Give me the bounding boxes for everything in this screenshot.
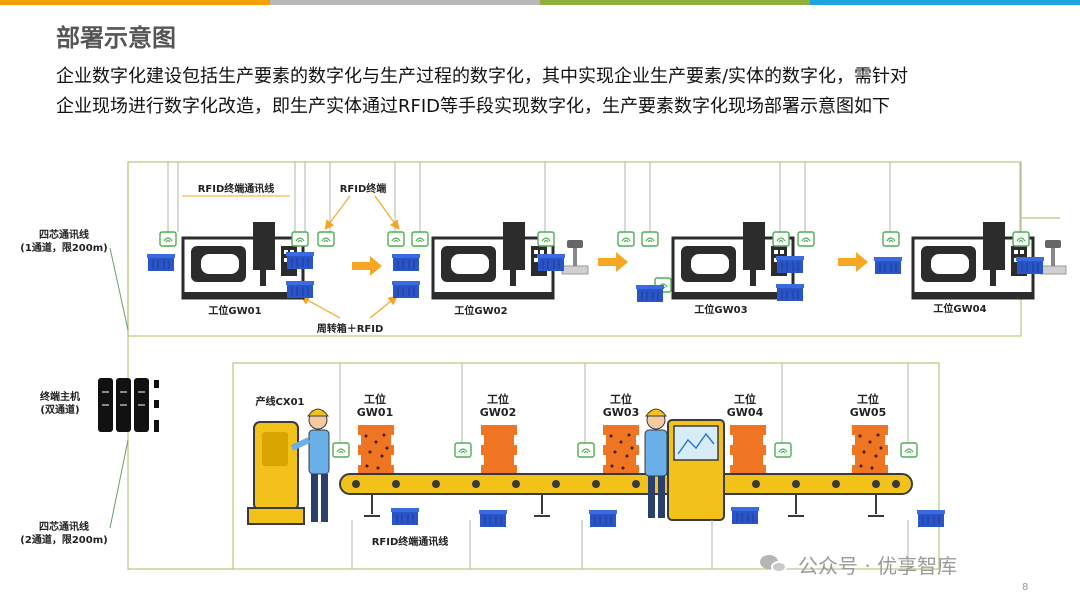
watermark-text: 公众号 · 优享智库 <box>798 554 958 578</box>
terminal-host-device <box>98 378 159 432</box>
description-line-1: 企业数字化建设包括生产要素的数字化与生产过程的数字化，其中实现企业生产要素/实体… <box>56 66 909 87</box>
machine-gw01 <box>181 220 305 300</box>
accent-segment-blue <box>810 0 1080 5</box>
page-number: 8 <box>1022 582 1029 593</box>
bottom-drop-cables <box>339 363 909 569</box>
label-top-station-1: 工位GW01 <box>208 306 262 317</box>
accent-segment-green <box>540 0 810 5</box>
workpiece-gw03 <box>600 425 642 473</box>
top-accent-bar <box>0 0 1080 5</box>
wechat-icon <box>760 553 790 577</box>
watermark: 公众号 · 优享智库 <box>760 550 957 579</box>
conveyor-belt <box>339 473 913 517</box>
label-bottom-station-1: 工位 GW01 <box>356 393 394 419</box>
label-bottom-station-3: 工位 GW03 <box>602 393 640 419</box>
worker-left <box>290 408 330 522</box>
label-line-top: 四芯通讯线 (1通道，限200m) <box>20 230 108 254</box>
label-top-station-2: 工位GW02 <box>454 306 508 317</box>
workpiece-gw04 <box>727 425 769 473</box>
label-bottom-station-5: 工位 GW05 <box>849 393 887 419</box>
machine-gw02 <box>431 220 555 300</box>
flow-arrows <box>352 252 868 276</box>
line-bottom-pointer <box>109 439 129 529</box>
top-drop-cables <box>167 162 1021 232</box>
label-top-station-3: 工位GW03 <box>694 305 748 316</box>
workpiece-gw01 <box>355 425 397 473</box>
label-rfid-cable-bottom: RFID终端通讯线 <box>371 537 449 548</box>
label-bottom-station-2: 工位 GW02 <box>479 393 517 419</box>
page-description: 企业数字化建设包括生产要素的数字化与生产过程的数字化，其中实现企业生产要素/实体… <box>56 62 1046 122</box>
callout-arrows <box>299 195 400 319</box>
line-top-pointer <box>109 247 129 331</box>
control-console <box>667 419 725 521</box>
accent-segment-gray <box>270 0 540 5</box>
accent-segment-orange <box>0 0 270 5</box>
label-production-line: 产线CX01 <box>255 397 305 408</box>
bottom-row-frame <box>232 362 940 570</box>
label-rfid-terminal: RFID终端 <box>339 184 387 195</box>
label-top-station-4: 工位GW04 <box>933 304 987 315</box>
worker-console <box>644 408 668 518</box>
label-bottom-station-4: 工位 GW04 <box>726 393 764 419</box>
label-crate-rfid: 周转箱＋RFID <box>316 324 384 335</box>
description-line-2: 企业现场进行数字化改造，即生产实体通过RFID等手段实现数字化，生产要素数字化现… <box>56 96 891 117</box>
weighing-scale-1 <box>561 239 589 275</box>
page-title: 部署示意图 <box>56 24 176 52</box>
label-line-bottom: 四芯通讯线 (2通道，限200m) <box>20 522 108 546</box>
label-rfid-cable-top: RFID终端通讯线 <box>197 184 275 195</box>
operator-terminal <box>247 421 305 525</box>
label-terminal-host: 终端主机 (双通道) <box>40 392 80 416</box>
workpiece-gw02 <box>478 425 520 473</box>
workpiece-gw05 <box>849 425 891 473</box>
